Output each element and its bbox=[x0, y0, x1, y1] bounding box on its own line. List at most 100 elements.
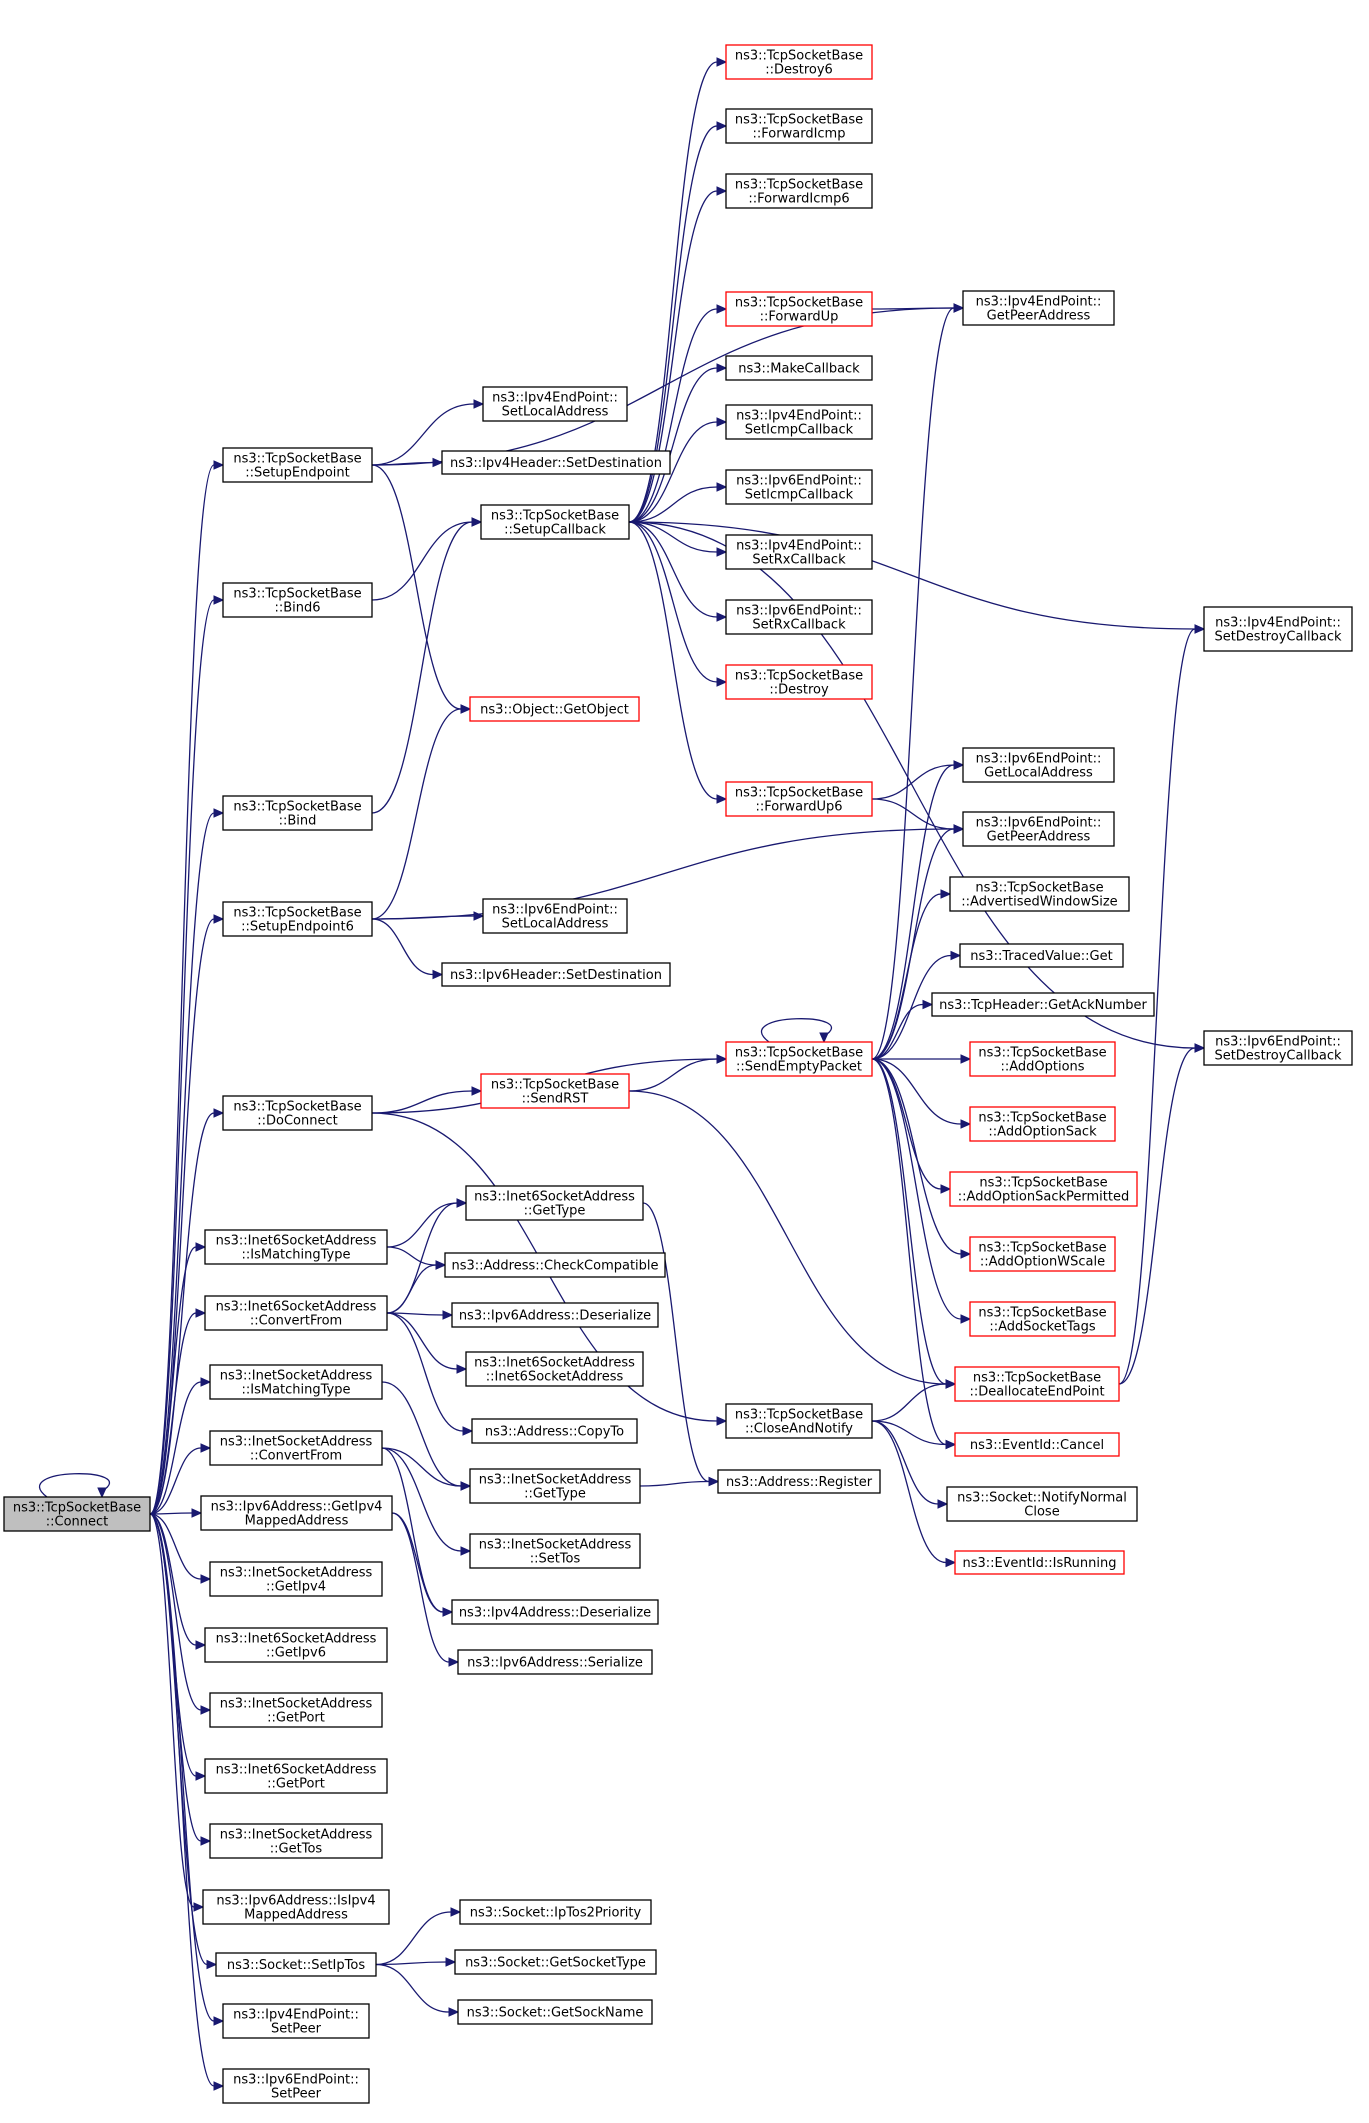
node-ipv4ep_setPeer[interactable]: ns3::Ipv4EndPoint::SetPeer bbox=[222, 2003, 370, 2039]
node-ipv4ep_setLocal[interactable]: ns3::Ipv4EndPoint::SetLocalAddress bbox=[482, 386, 628, 422]
call-edge-sendEmpty-to-eventCancel bbox=[871, 1058, 957, 1450]
node-ipv6ep_setDestroyCb[interactable]: ns3::Ipv6EndPoint::SetDestroyCallback bbox=[1203, 1030, 1353, 1066]
node-label-line: ns3::Socket::IpTos2Priority bbox=[470, 1906, 642, 1921]
node-ipv4hdr_setDest[interactable]: ns3::Ipv4Header::SetDestination bbox=[441, 450, 671, 475]
node-ipv6addr_ser[interactable]: ns3::Ipv6Address::Serialize bbox=[457, 1649, 653, 1675]
node-connect[interactable]: ns3::TcpSocketBase::Connect bbox=[3, 1496, 151, 1532]
call-edge-connect-to-setupEndpoint6 bbox=[149, 914, 225, 1515]
node-box bbox=[444, 1252, 666, 1278]
node-box bbox=[725, 781, 873, 817]
call-edge-setupCallback-to-ipv6ep_setDestroyCb bbox=[628, 521, 1206, 1053]
node-i6sa_getIpv6[interactable]: ns3::Inet6SocketAddress::GetIpv6 bbox=[204, 1627, 388, 1663]
node-label-line: ns3::Socket::NotifyNormal bbox=[957, 1491, 1127, 1506]
call-edge-i6sa_convFrom-to-i6sa_ctor bbox=[386, 1312, 468, 1374]
node-doConnect[interactable]: ns3::TcpSocketBase::DoConnect bbox=[222, 1095, 373, 1131]
node-label-line: ns3::TcpSocketBase bbox=[735, 296, 863, 311]
node-addOptSackPerm[interactable]: ns3::TcpSocketBase::AddOptionSackPermitt… bbox=[949, 1171, 1138, 1207]
node-makeCallback[interactable]: ns3::MakeCallback bbox=[725, 355, 873, 381]
node-fwdUp[interactable]: ns3::TcpSocketBase::ForwardUp bbox=[725, 291, 873, 327]
node-sock_getSockName[interactable]: ns3::Socket::GetSockName bbox=[457, 1999, 653, 2025]
node-eventIsRunning[interactable]: ns3::EventId::IsRunning bbox=[954, 1550, 1125, 1575]
node-label-line: ::ForwardIcmp bbox=[753, 127, 846, 142]
node-ipv6ep_getPeer[interactable]: ns3::Ipv6EndPoint::GetPeerAddress bbox=[962, 811, 1115, 847]
node-closeAndNotify[interactable]: ns3::TcpSocketBase::CloseAndNotify bbox=[725, 1403, 873, 1439]
node-box bbox=[451, 1302, 659, 1328]
node-box bbox=[725, 404, 873, 440]
node-isa_getPort[interactable]: ns3::InetSocketAddress::GetPort bbox=[209, 1692, 383, 1728]
node-deallocEp[interactable]: ns3::TcpSocketBase::DeallocateEndPoint bbox=[954, 1366, 1120, 1402]
node-addr_copyTo[interactable]: ns3::Address::CopyTo bbox=[471, 1418, 638, 1444]
node-isa_setTos[interactable]: ns3::InetSocketAddress::SetTos bbox=[469, 1533, 641, 1569]
node-label-line: ns3::TcpSocketBase bbox=[979, 1176, 1107, 1191]
node-getAckNum[interactable]: ns3::TcpHeader::GetAckNumber bbox=[931, 992, 1155, 1017]
node-isa_getIpv4[interactable]: ns3::InetSocketAddress::GetIpv4 bbox=[209, 1561, 383, 1597]
node-i6sa_ctor[interactable]: ns3::Inet6SocketAddress::Inet6SocketAddr… bbox=[465, 1351, 644, 1387]
node-bind[interactable]: ns3::TcpSocketBase::Bind bbox=[222, 795, 373, 831]
node-box bbox=[441, 962, 671, 987]
node-isa_getTos[interactable]: ns3::InetSocketAddress::GetTos bbox=[209, 1823, 383, 1859]
node-label-line: ::GetPort bbox=[267, 1777, 325, 1792]
node-getObject[interactable]: ns3::Object::GetObject bbox=[469, 696, 640, 722]
call-edge-setupCallback-to-fwdIcmp6 bbox=[628, 186, 728, 523]
node-ipv4ep_getPeer[interactable]: ns3::Ipv4EndPoint::GetPeerAddress bbox=[962, 290, 1115, 326]
node-label-line: GetPeerAddress bbox=[987, 309, 1091, 324]
node-advWinSize[interactable]: ns3::TcpSocketBase::AdvertisedWindowSize bbox=[949, 876, 1130, 912]
node-ipv6ep_getLocal[interactable]: ns3::Ipv6EndPoint::GetLocalAddress bbox=[962, 747, 1115, 783]
node-sendEmpty[interactable]: ns3::TcpSocketBase::SendEmptyPacket bbox=[725, 1041, 873, 1077]
node-label-line: ::ConvertFrom bbox=[250, 1449, 342, 1464]
node-isa_isMatch[interactable]: ns3::InetSocketAddress::IsMatchingType bbox=[209, 1364, 383, 1400]
node-addOptSack[interactable]: ns3::TcpSocketBase::AddOptionSack bbox=[969, 1106, 1116, 1142]
node-setupEndpoint6[interactable]: ns3::TcpSocketBase::SetupEndpoint6 bbox=[222, 901, 373, 937]
node-eventCancel[interactable]: ns3::EventId::Cancel bbox=[954, 1432, 1120, 1457]
node-label-line: SetIcmpCallback bbox=[745, 423, 854, 438]
node-label-line: ::GetIpv4 bbox=[266, 1580, 326, 1595]
node-fwdUp6[interactable]: ns3::TcpSocketBase::ForwardUp6 bbox=[725, 781, 873, 817]
node-ipv4ep_setDestroyCb[interactable]: ns3::Ipv4EndPoint::SetDestroyCallback bbox=[1203, 606, 1353, 652]
node-sock_ipTos2Prio[interactable]: ns3::Socket::IpTos2Priority bbox=[459, 1899, 652, 1925]
node-label-line: SetPeer bbox=[271, 2087, 322, 2102]
node-isa_convFrom[interactable]: ns3::InetSocketAddress::ConvertFrom bbox=[209, 1430, 383, 1466]
node-destroy6[interactable]: ns3::TcpSocketBase::Destroy6 bbox=[725, 44, 873, 80]
node-box bbox=[725, 664, 873, 700]
call-edge-i6sa_isMatch-to-i6sa_getType bbox=[386, 1198, 468, 1248]
node-addSockTags[interactable]: ns3::TcpSocketBase::AddSocketTags bbox=[969, 1301, 1116, 1337]
node-setupEndpoint[interactable]: ns3::TcpSocketBase::SetupEndpoint bbox=[222, 447, 373, 483]
node-ipv6ep_setRxCb[interactable]: ns3::Ipv6EndPoint::SetRxCallback bbox=[725, 599, 873, 635]
node-i6sa_getPort[interactable]: ns3::Inet6SocketAddress::GetPort bbox=[204, 1758, 388, 1794]
node-tracedGet[interactable]: ns3::TracedValue::Get bbox=[959, 943, 1124, 968]
node-destroy[interactable]: ns3::TcpSocketBase::Destroy bbox=[725, 664, 873, 700]
node-ipv4ep_setRxCb[interactable]: ns3::Ipv4EndPoint::SetRxCallback bbox=[725, 534, 873, 570]
node-ipv6addr_deser[interactable]: ns3::Ipv6Address::Deserialize bbox=[451, 1302, 659, 1328]
node-sock_setIpTos[interactable]: ns3::Socket::SetIpTos bbox=[215, 1952, 377, 1977]
node-i6sa_getType[interactable]: ns3::Inet6SocketAddress::GetType bbox=[465, 1185, 644, 1221]
node-i6sa_isMatch[interactable]: ns3::Inet6SocketAddress::IsMatchingType bbox=[204, 1229, 388, 1265]
node-i6sa_convFrom[interactable]: ns3::Inet6SocketAddress::ConvertFrom bbox=[204, 1295, 388, 1331]
node-label-line: ns3::TcpSocketBase bbox=[735, 1046, 863, 1061]
node-ipv4ep_setIcmpCb[interactable]: ns3::Ipv4EndPoint::SetIcmpCallback bbox=[725, 404, 873, 440]
node-addr_register[interactable]: ns3::Address::Register bbox=[717, 1469, 881, 1494]
node-addr_checkCompat[interactable]: ns3::Address::CheckCompatible bbox=[444, 1252, 666, 1278]
node-addOptions[interactable]: ns3::TcpSocketBase::AddOptions bbox=[969, 1041, 1116, 1077]
node-ipv6ep_setPeer[interactable]: ns3::Ipv6EndPoint::SetPeer bbox=[222, 2068, 370, 2104]
node-fwdIcmp6[interactable]: ns3::TcpSocketBase::ForwardIcmp6 bbox=[725, 173, 873, 209]
node-setupCallback[interactable]: ns3::TcpSocketBase::SetupCallback bbox=[480, 504, 630, 540]
node-isa_getType[interactable]: ns3::InetSocketAddress::GetType bbox=[469, 1468, 641, 1504]
node-bind6[interactable]: ns3::TcpSocketBase::Bind6 bbox=[222, 582, 373, 618]
node-sendRST[interactable]: ns3::TcpSocketBase::SendRST bbox=[480, 1073, 630, 1109]
node-ipv6hdr_setDest[interactable]: ns3::Ipv6Header::SetDestination bbox=[441, 962, 671, 987]
node-addOptWScale[interactable]: ns3::TcpSocketBase::AddOptionWScale bbox=[969, 1236, 1116, 1272]
node-box bbox=[209, 1430, 383, 1466]
node-ipv4addr_deser[interactable]: ns3::Ipv4Address::Deserialize bbox=[451, 1599, 659, 1625]
node-fwdIcmp[interactable]: ns3::TcpSocketBase::ForwardIcmp bbox=[725, 108, 873, 144]
node-label-line: ns3::Ipv6EndPoint:: bbox=[492, 903, 618, 918]
node-label-line: ns3::Inet6SocketAddress bbox=[216, 1632, 377, 1647]
node-sock_getSockType[interactable]: ns3::Socket::GetSocketType bbox=[454, 1949, 657, 1975]
node-label-line: ns3::TcpSocketBase bbox=[735, 178, 863, 193]
node-ipv6ep_setIcmpCb[interactable]: ns3::Ipv6EndPoint::SetIcmpCallback bbox=[725, 469, 873, 505]
node-label-line: ns3::Ipv4EndPoint:: bbox=[233, 2008, 359, 2023]
node-label-line: ns3::Ipv4Address::Deserialize bbox=[459, 1606, 651, 1621]
node-ipv6ep_setLocal[interactable]: ns3::Ipv6EndPoint::SetLocalAddress bbox=[482, 898, 628, 934]
